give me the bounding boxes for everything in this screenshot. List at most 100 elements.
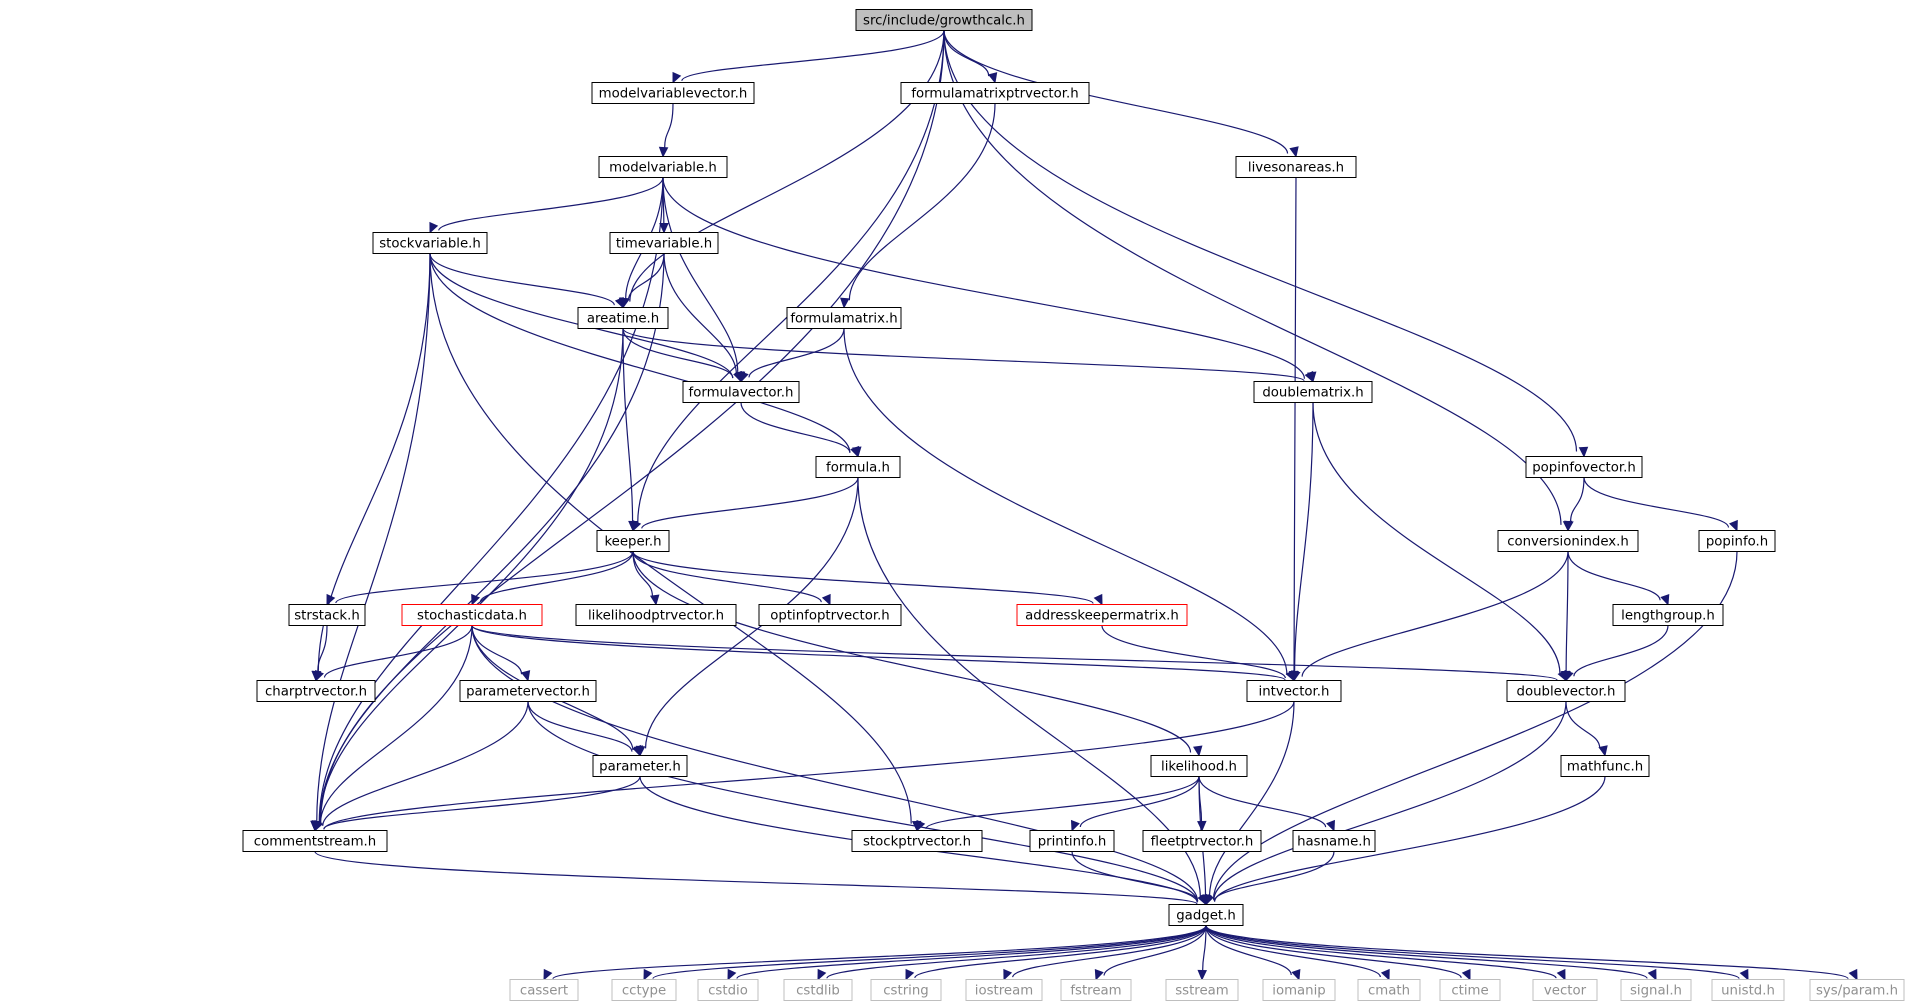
node-label: formula.h (826, 461, 890, 476)
edge-formulamatrix-to-formulavector (739, 328, 845, 383)
node-likelihood[interactable]: likelihood.h (1150, 755, 1248, 777)
edge-gadget-to-unistd (1205, 925, 1749, 981)
node-label: intvector.h (1259, 685, 1330, 700)
node-label: conversionindex.h (1507, 535, 1629, 550)
node-label: doublematrix.h (1262, 386, 1363, 401)
node-label: strstack.h (294, 609, 360, 624)
edge-parameter-to-commentstream (314, 776, 641, 832)
node-label: formulamatrixptrvector.h (911, 87, 1078, 102)
node-label: formulavector.h (689, 386, 794, 401)
edge-areatime-to-commentstream (310, 328, 624, 832)
node-areatime[interactable]: areatime.h (577, 307, 669, 329)
node-cstring: cstring (870, 979, 942, 1001)
node-keeper[interactable]: keeper.h (596, 530, 670, 552)
edge-modelvariable-to-formulavector (662, 177, 746, 383)
node-cassert: cassert (509, 979, 579, 1001)
node-iostream: iostream (965, 979, 1043, 1001)
edge-stockvariable-to-commentstream (310, 253, 431, 832)
node-modelvariable[interactable]: modelvariable.h (598, 156, 728, 178)
node-printinfo[interactable]: printinfo.h (1029, 830, 1115, 852)
node-doublematrix[interactable]: doublematrix.h (1253, 381, 1373, 403)
node-addresskeepermatrix[interactable]: addresskeepermatrix.h (1016, 604, 1188, 626)
node-label: lengthgroup.h (1621, 609, 1715, 624)
node-stockptrvector[interactable]: stockptrvector.h (851, 830, 983, 852)
node-unistd: unistd.h (1711, 979, 1785, 1001)
edge-gadget-to-sstream (1197, 925, 1208, 981)
node-label: modelvariablevector.h (599, 87, 748, 102)
node-growthcalc[interactable]: src/include/growthcalc.h (855, 9, 1033, 31)
edge-growthcalc-to-formulamatrixptrvector (943, 30, 998, 84)
edge-stochasticdata-to-doublevector (471, 624, 1567, 682)
edge-growthcalc-to-conversionindex (943, 30, 1573, 532)
node-fleetptrvector[interactable]: fleetptrvector.h (1142, 830, 1262, 852)
edge-gadget-to-cctype (643, 925, 1207, 981)
node-label: cstring (883, 984, 928, 999)
node-hasname[interactable]: hasname.h (1292, 830, 1376, 852)
node-popinfovector[interactable]: popinfovector.h (1525, 456, 1643, 478)
node-intvector[interactable]: intvector.h (1246, 680, 1342, 702)
node-label: timevariable.h (616, 237, 712, 252)
node-label: commentstream.h (254, 835, 376, 850)
node-cmath: cmath (1357, 979, 1421, 1001)
edge-growthcalc-to-livesonareas (943, 30, 1299, 158)
node-modelvariablevector[interactable]: modelvariablevector.h (591, 82, 755, 104)
node-label: addresskeepermatrix.h (1025, 609, 1179, 624)
edge-gadget-to-vector (1205, 925, 1566, 981)
node-mathfunc[interactable]: mathfunc.h (1560, 755, 1650, 777)
node-label: src/include/growthcalc.h (863, 14, 1025, 29)
edge-printinfo-to-gadget (1071, 851, 1207, 906)
edge-gadget-to-cassert (543, 924, 1207, 981)
node-label: unistd.h (1721, 984, 1775, 999)
node-label: cassert (520, 984, 568, 999)
node-timevariable[interactable]: timevariable.h (609, 232, 719, 254)
node-formulamatrixptrvector[interactable]: formulamatrixptrvector.h (900, 82, 1090, 104)
node-formulavector[interactable]: formulavector.h (682, 381, 800, 403)
node-fstream: fstream (1060, 979, 1132, 1001)
node-formulamatrix[interactable]: formulamatrix.h (786, 307, 902, 329)
edge-growthcalc-to-keeper (628, 30, 945, 532)
node-cctype: cctype (611, 979, 677, 1001)
node-label: cstdlib (796, 984, 840, 999)
node-label: signal.h (1630, 984, 1682, 999)
node-commentstream[interactable]: commentstream.h (242, 830, 388, 852)
node-label: mathfunc.h (1567, 760, 1643, 775)
node-optinfoptrvector[interactable]: optinfoptrvector.h (758, 604, 902, 626)
edge-areatime-to-keeper (622, 328, 638, 532)
edge-growthcalc-to-popinfovector (943, 30, 1589, 458)
node-parametervector[interactable]: parametervector.h (459, 680, 597, 702)
edge-conversionindex-to-intvector (1291, 551, 1569, 682)
node-gadget[interactable]: gadget.h (1168, 904, 1244, 926)
edge-addresskeepermatrix-to-intvector (1101, 625, 1295, 682)
node-conversionindex[interactable]: conversionindex.h (1497, 530, 1639, 552)
edge-modelvariable-to-stockvariable (429, 177, 664, 234)
edge-parametervector-to-commentstream (312, 701, 529, 832)
edge-modelvariablevector-to-modelvariable (658, 103, 674, 158)
node-parameter[interactable]: parameter.h (592, 755, 688, 777)
node-doublevector[interactable]: doublevector.h (1506, 680, 1626, 702)
node-formula[interactable]: formula.h (815, 456, 901, 478)
node-charptrvector[interactable]: charptrvector.h (256, 680, 376, 702)
node-stochasticdata[interactable]: stochasticdata.h (401, 604, 543, 626)
edge-hasname-to-gadget (1204, 851, 1335, 906)
node-lengthgroup[interactable]: lengthgroup.h (1612, 604, 1724, 626)
node-label: keeper.h (604, 535, 661, 550)
node-strstack[interactable]: strstack.h (288, 604, 366, 626)
edge-timevariable-to-areatime (620, 253, 665, 309)
edge-conversionindex-to-doublevector (1561, 551, 1571, 682)
node-label: fleetptrvector.h (1151, 835, 1254, 850)
node-label: cstdio (708, 984, 748, 999)
node-stockvariable[interactable]: stockvariable.h (372, 232, 488, 254)
edge-modelvariable-to-doublematrix (662, 177, 1317, 383)
node-cstdio: cstdio (697, 979, 759, 1001)
edge-stochasticdata-to-commentstream (311, 625, 473, 832)
node-popinfo[interactable]: popinfo.h (1698, 530, 1776, 552)
edge-gadget-to-signal (1205, 925, 1657, 981)
node-label: likelihoodptrvector.h (588, 609, 724, 624)
node-likelihoodptrvector[interactable]: likelihoodptrvector.h (575, 604, 737, 626)
node-label: doublevector.h (1517, 685, 1616, 700)
node-sysparam: sys/param.h (1809, 979, 1905, 1001)
node-livesonareas[interactable]: livesonareas.h (1235, 156, 1357, 178)
node-label: ctime (1451, 984, 1488, 999)
edge-livesonareas-to-intvector (1289, 177, 1299, 682)
